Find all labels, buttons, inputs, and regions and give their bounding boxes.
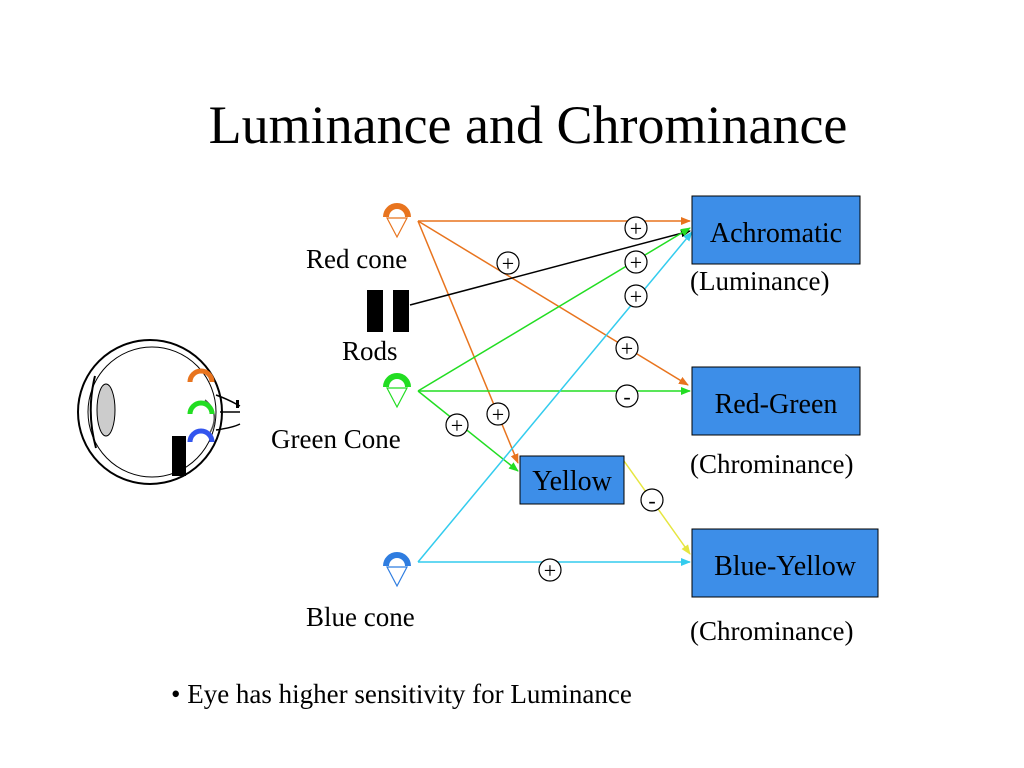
luminance-caption: (Luminance) [690, 266, 829, 296]
sign-badge: + [624, 284, 648, 309]
svg-text:+: + [492, 402, 504, 427]
green-cone-label: Green Cone [271, 424, 401, 454]
eye-green-cone-icon [187, 400, 215, 415]
svg-text:-: - [623, 384, 630, 409]
sign-badge: + [445, 413, 469, 438]
sign-badge: + [486, 402, 510, 427]
svg-text:+: + [451, 413, 463, 438]
green-cone-icon [383, 373, 411, 409]
svg-text:+: + [621, 336, 633, 361]
svg-text:+: + [630, 250, 642, 275]
sign-badge: - [615, 384, 639, 409]
rod-to-achromatic-line [409, 229, 691, 306]
eye-red-cone-icon [187, 368, 215, 383]
achromatic-label: Achromatic [710, 218, 842, 249]
rod-icon [367, 290, 409, 332]
svg-text:+: + [502, 251, 514, 276]
red-green-caption: (Chrominance) [690, 449, 853, 479]
blue-yellow-caption: (Chrominance) [690, 616, 853, 646]
green-to-yellow-line [417, 390, 519, 472]
sign-badge: + [624, 250, 648, 275]
red-cone-icon [383, 203, 411, 239]
svg-text:+: + [544, 558, 556, 583]
red-cone-label: Red cone [306, 244, 407, 274]
blue-cone-icon [383, 552, 411, 588]
eye-rod-icon [172, 436, 186, 476]
blue-yellow-box: Blue-Yellow [691, 528, 879, 598]
svg-text:+: + [630, 216, 642, 241]
eye-blue-cone-icon [187, 428, 215, 443]
achromatic-box: Achromatic [691, 195, 861, 265]
blue-to-achromatic-line [417, 231, 693, 563]
blue-cone-label: Blue cone [306, 602, 415, 632]
yellow-box: Yellow [519, 455, 625, 505]
sign-badge: + [624, 216, 648, 241]
sign-badge: + [615, 336, 639, 361]
svg-text:-: - [648, 488, 655, 513]
rods-label: Rods [342, 336, 398, 366]
red-green-box: Red-Green [691, 366, 861, 436]
blue-yellow-label: Blue-Yellow [714, 551, 857, 582]
sign-badge: - [640, 488, 664, 513]
sign-badge: + [538, 558, 562, 583]
sign-badge: + [496, 251, 520, 276]
yellow-label: Yellow [532, 466, 612, 497]
slide-title: Luminance and Chrominance [209, 95, 848, 155]
red-to-redgreen-line [417, 220, 689, 386]
svg-text:+: + [630, 284, 642, 309]
green-to-achromatic-line [417, 227, 691, 392]
bullet-text: • Eye has higher sensitivity for Luminan… [171, 679, 632, 709]
red-green-label: Red-Green [715, 389, 838, 420]
eye-diagram-icon [68, 334, 241, 494]
